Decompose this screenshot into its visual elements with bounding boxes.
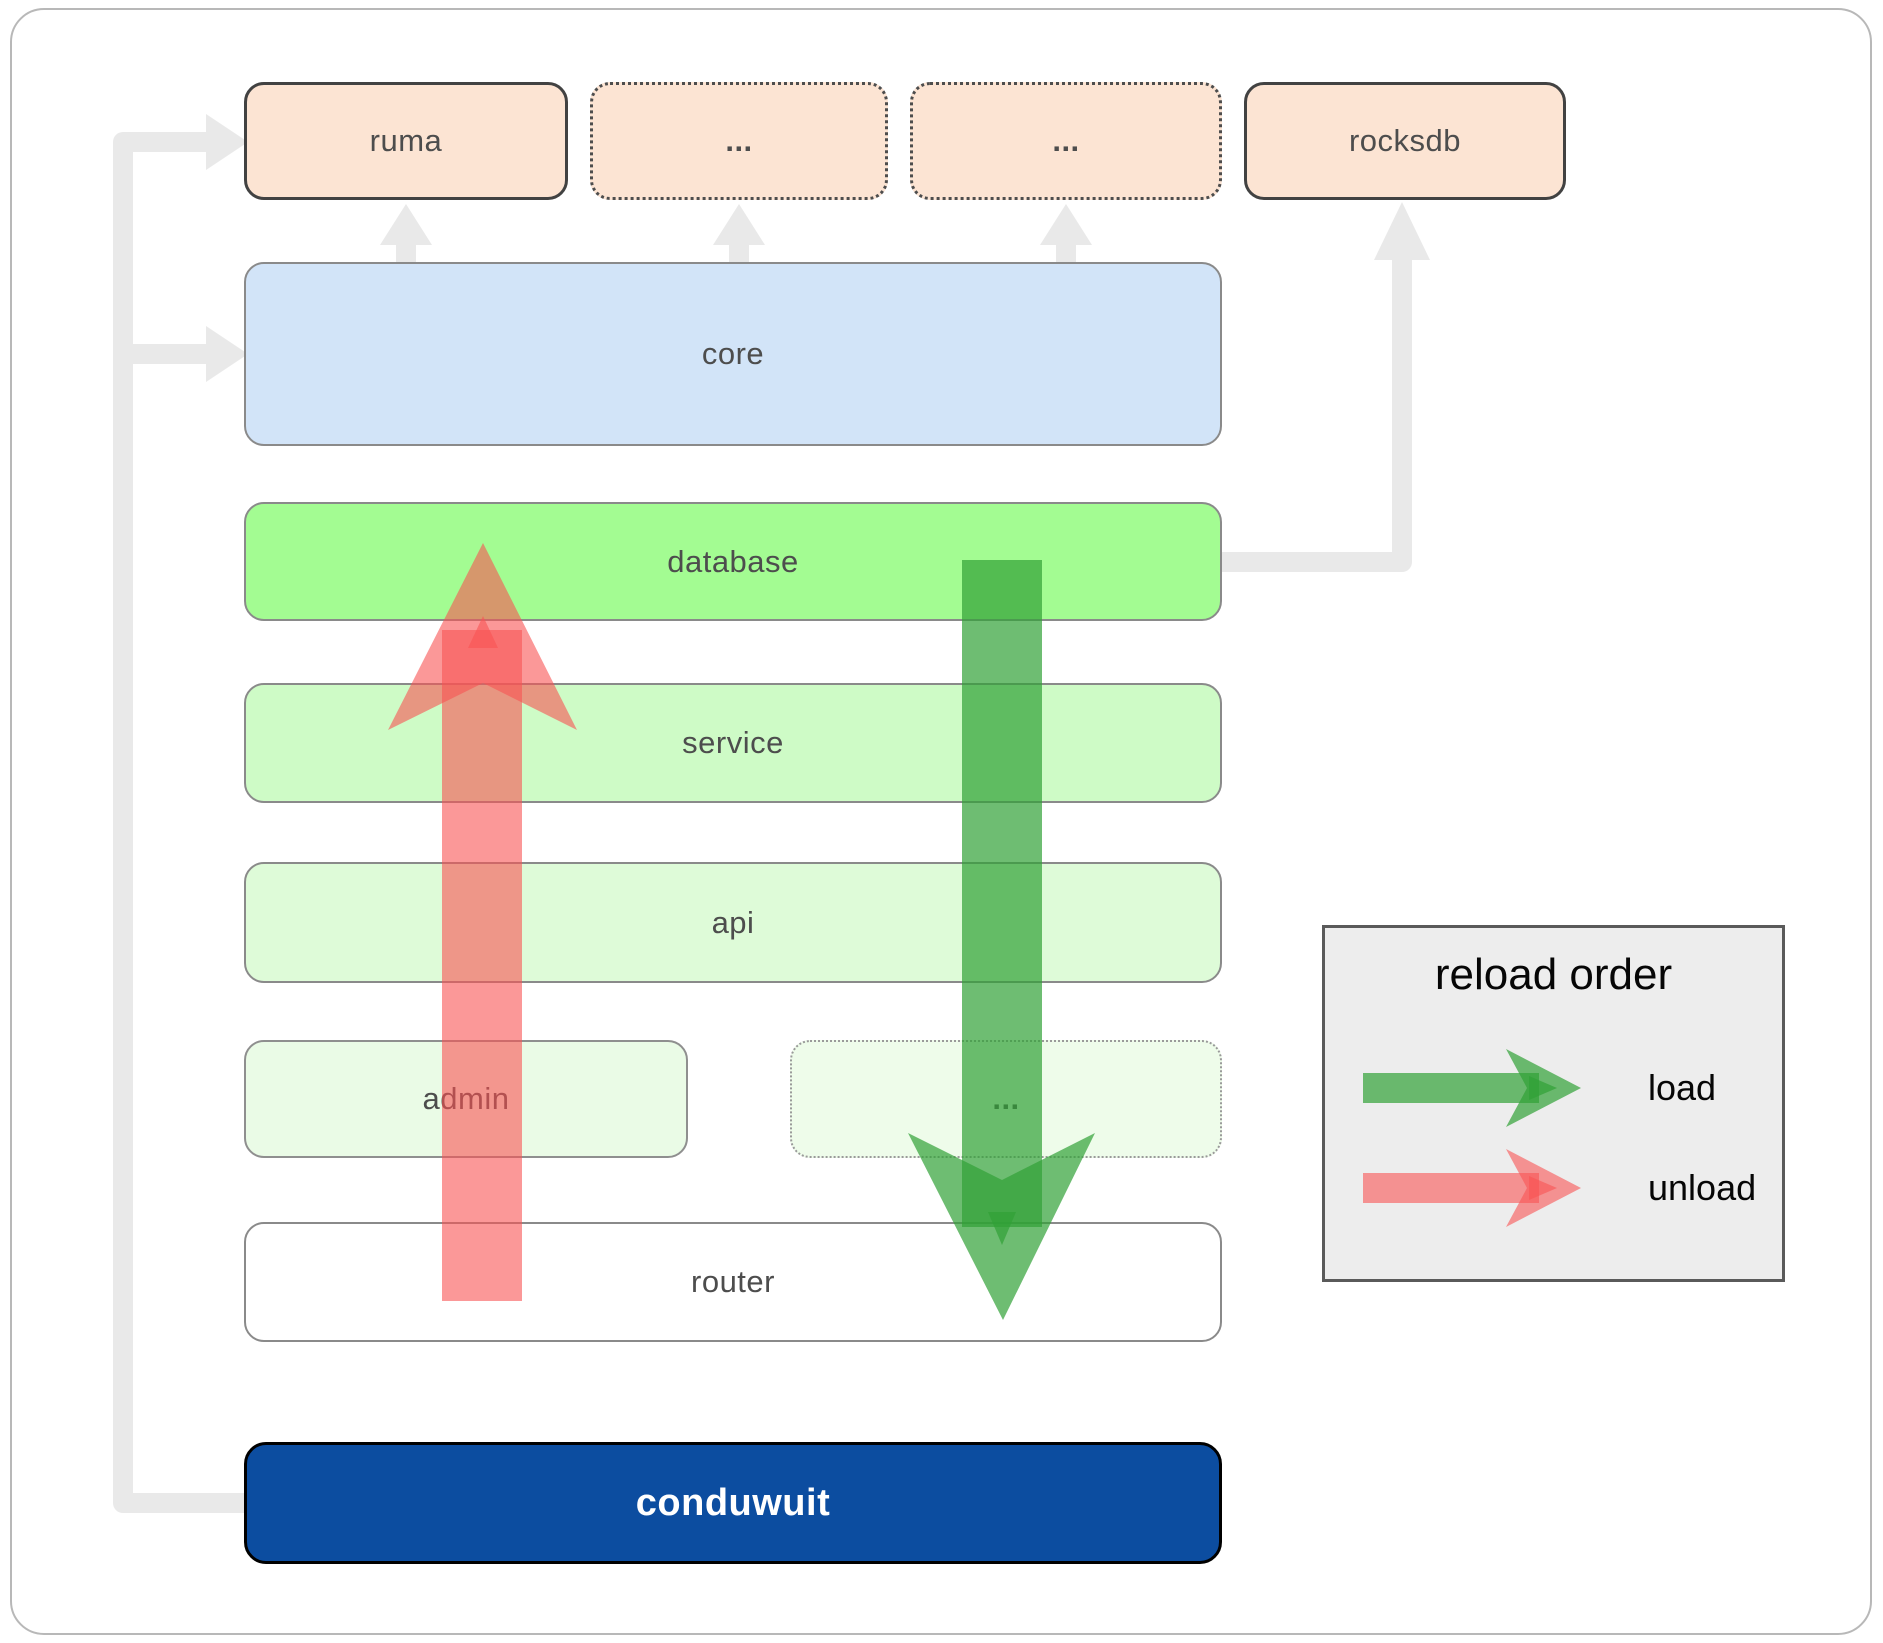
node-core: core xyxy=(244,262,1222,446)
node-admin-label: admin xyxy=(422,1081,510,1116)
node-service: service xyxy=(244,683,1222,803)
legend-title: reload order xyxy=(1434,950,1673,999)
node-database: database xyxy=(244,502,1222,621)
node-ruma-label: ruma xyxy=(369,123,443,158)
legend: reload order load unload xyxy=(1322,925,1785,1282)
legend-load-label: load xyxy=(1648,1067,1717,1108)
legend-item-load: load xyxy=(1361,1038,1716,1138)
node-conduwuit-label: conduwuit xyxy=(635,1481,831,1524)
node-rocksdb-label: rocksdb xyxy=(1348,123,1462,158)
node-ellipsis-top-2-label: ... xyxy=(1052,123,1080,158)
diagram-border xyxy=(10,8,1872,1635)
node-database-label: database xyxy=(667,543,799,579)
node-ellipsis-top-1-label: ... xyxy=(725,123,753,158)
unload-arrow-icon xyxy=(1363,1149,1581,1227)
node-api-label: api xyxy=(711,904,755,940)
node-ellipsis-top-1: ... xyxy=(590,82,888,200)
node-router: router xyxy=(244,1222,1222,1342)
node-conduwuit: conduwuit xyxy=(244,1442,1222,1564)
node-api: api xyxy=(244,862,1222,983)
node-router-label: router xyxy=(691,1264,775,1299)
node-ellipsis-top-2: ... xyxy=(910,82,1222,200)
node-ruma: ruma xyxy=(244,82,568,200)
legend-unload-label: unload xyxy=(1648,1167,1757,1208)
node-ellipsis-admin-label: ... xyxy=(992,1081,1020,1116)
load-arrow-icon xyxy=(1363,1049,1581,1127)
node-rocksdb: rocksdb xyxy=(1244,82,1566,200)
legend-item-unload: unload xyxy=(1361,1138,1756,1238)
node-service-label: service xyxy=(682,725,784,760)
node-core-label: core xyxy=(701,336,765,371)
node-admin: admin xyxy=(244,1040,688,1158)
node-ellipsis-admin: ... xyxy=(790,1040,1222,1158)
